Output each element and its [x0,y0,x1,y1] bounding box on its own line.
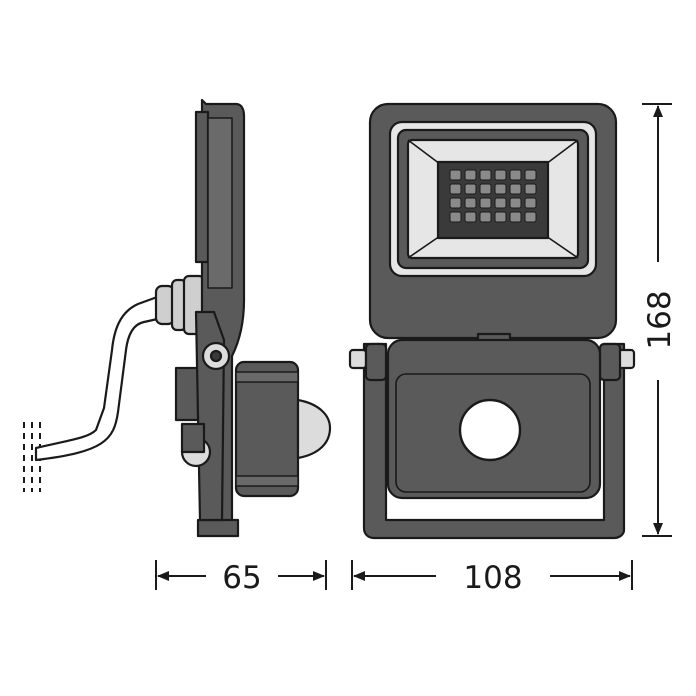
side-sensor-band [235,371,299,383]
width-dimension-label: 108 [463,560,522,596]
led-grid [449,169,537,223]
front-pivot-left-inner [364,342,388,382]
led-chip [479,183,492,195]
led-chip [509,211,522,223]
led-chip [494,169,507,181]
front-pivot-right-inner [598,342,622,382]
led-chip [449,169,462,181]
front-sensor-lens [458,398,522,462]
side-knuckle-base [180,422,206,454]
led-chip [464,169,477,181]
depth-dimension-label: 65 [222,560,261,596]
led-chip [524,169,537,181]
led-chip [464,183,477,195]
led-chip [509,197,522,209]
side-front-rib [207,117,233,289]
led-chip [449,211,462,223]
led-chip [464,197,477,209]
led-chip [509,169,522,181]
led-chip [449,197,462,209]
led-chip [524,197,537,209]
led-chip [479,169,492,181]
led-chip [449,183,462,195]
side-sensor-band-2 [235,475,299,487]
led-chip [479,197,492,209]
led-chip [479,211,492,223]
front-view [348,102,636,540]
height-dimension-label: 168 [642,290,678,349]
led-chip [494,211,507,223]
side-foot [196,518,240,538]
pivot-screw-center [209,349,223,363]
dimension-lines [155,103,672,590]
led-chip [524,183,537,195]
led-chip [494,183,507,195]
side-sensor-lens [296,398,332,460]
side-bracket [174,366,200,422]
led-chip [494,197,507,209]
side-view [23,98,332,538]
front-pivot-left [348,348,368,370]
led-chip [509,183,522,195]
led-chip [524,211,537,223]
side-housing-face [194,110,210,264]
cable [34,294,164,462]
led-chip [464,211,477,223]
reflector-bevels [407,139,579,259]
